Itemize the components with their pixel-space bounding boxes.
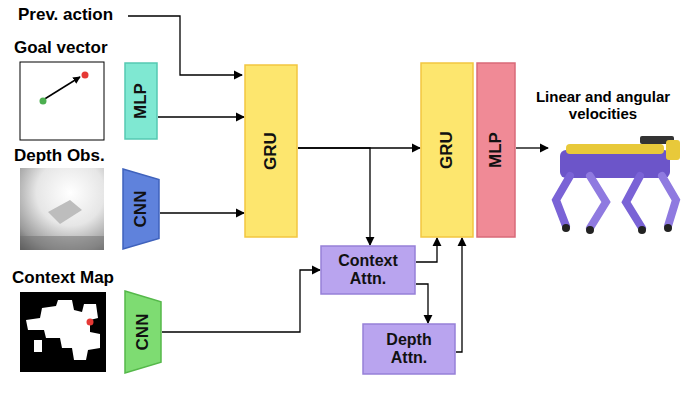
node-label: CNN [133, 314, 153, 351]
connector-arrow [416, 284, 428, 323]
connector-arrow [298, 148, 370, 245]
connector-arrow [158, 116, 244, 117]
connector-arrow [162, 270, 320, 332]
connector-arrow [160, 212, 244, 213]
caption-label: Prev. action [18, 5, 113, 25]
connector-arrow [416, 238, 437, 262]
mlp-block: MLP [124, 62, 158, 140]
gru-block: GRU [420, 62, 474, 238]
caption-label: Goal vector [14, 38, 108, 58]
node-label: GRU [437, 131, 457, 169]
depth-image [20, 168, 104, 250]
connector-arrow [456, 238, 462, 352]
cnn-encoder: CNN [122, 168, 160, 250]
gru-block: GRU [244, 64, 298, 238]
context-map-image [20, 292, 106, 372]
node-label: GRU [261, 132, 281, 170]
caption-label: Linear and angular velocities [528, 88, 678, 123]
node-label: MLP [131, 83, 151, 119]
attention-block: Context Attn. [320, 245, 416, 295]
node-label: Context Attn. [327, 252, 409, 289]
node-label: Depth Attn. [369, 331, 449, 368]
robot-illustration [556, 136, 680, 234]
goal-vector-image [20, 62, 104, 140]
caption-label: Context Map [12, 268, 114, 288]
node-label: MLP [486, 132, 506, 168]
attention-block: Depth Attn. [362, 323, 456, 375]
node-label: CNN [131, 191, 151, 228]
output-arrow [516, 147, 548, 148]
cnn-encoder: CNN [124, 290, 162, 374]
mlp-block: MLP [476, 62, 516, 238]
caption-label: Depth Obs. [14, 146, 105, 166]
